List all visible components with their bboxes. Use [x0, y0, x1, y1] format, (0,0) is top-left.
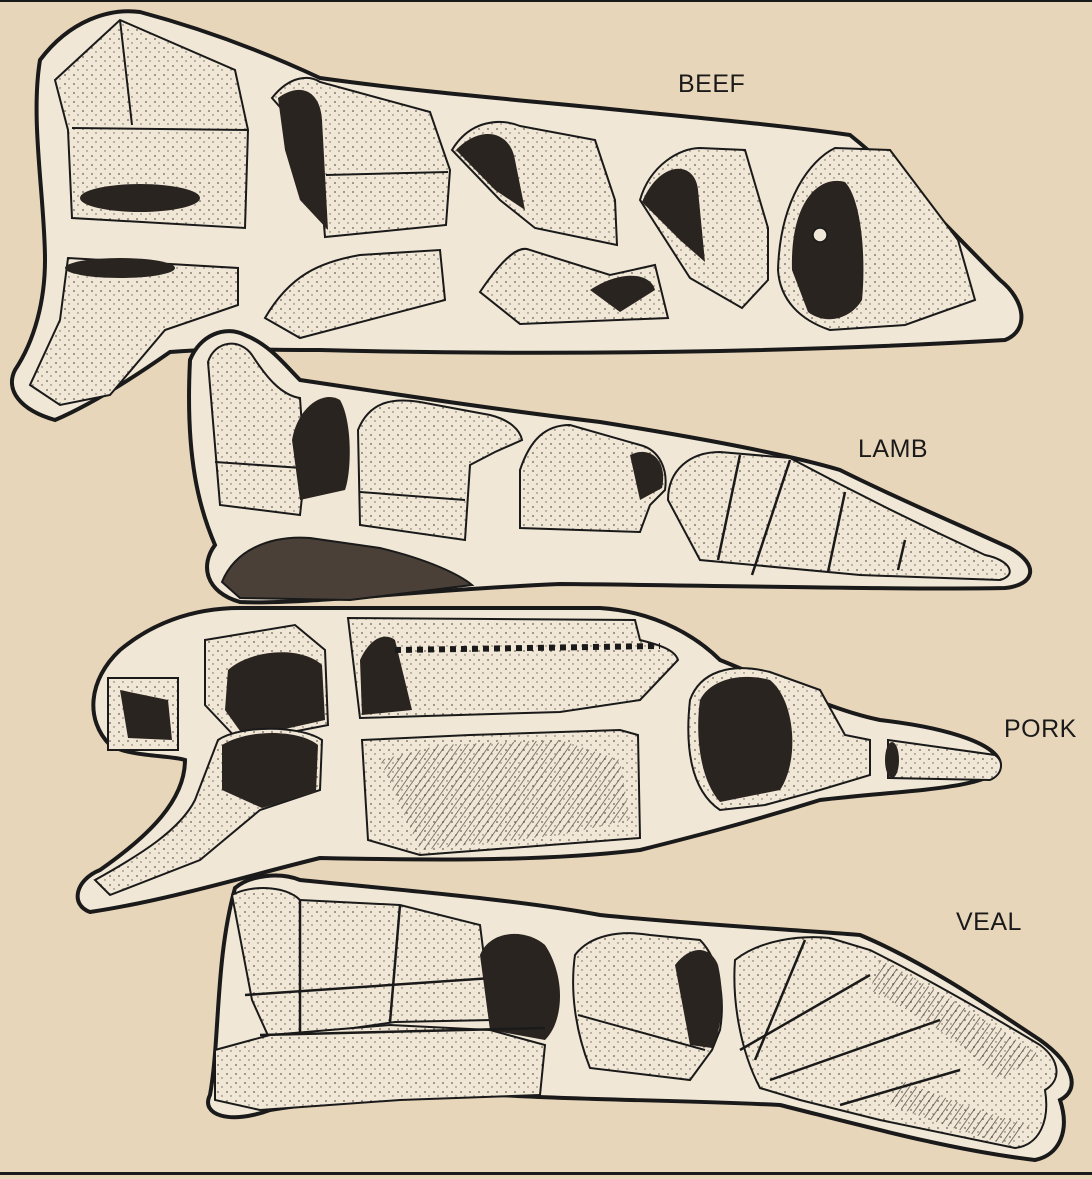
lamb-label: LAMB: [858, 435, 928, 464]
veal-label: VEAL: [956, 908, 1022, 937]
beef-round-bone: [813, 228, 827, 242]
beef-group: [12, 11, 1021, 420]
pork-ham-face: [698, 677, 792, 802]
beef-label: BEEF: [678, 70, 745, 99]
bottom-rule: [0, 1172, 1092, 1175]
veal-group: [208, 876, 1072, 1160]
pork-label: PORK: [1004, 715, 1077, 744]
pork-group: [78, 608, 1001, 912]
veal-cut-breast: [215, 1025, 545, 1110]
beef-shank-face: [65, 258, 175, 278]
beef-chuck-face: [80, 184, 200, 212]
lamb-group: [189, 331, 1030, 602]
pork-hock-face: [885, 742, 899, 778]
